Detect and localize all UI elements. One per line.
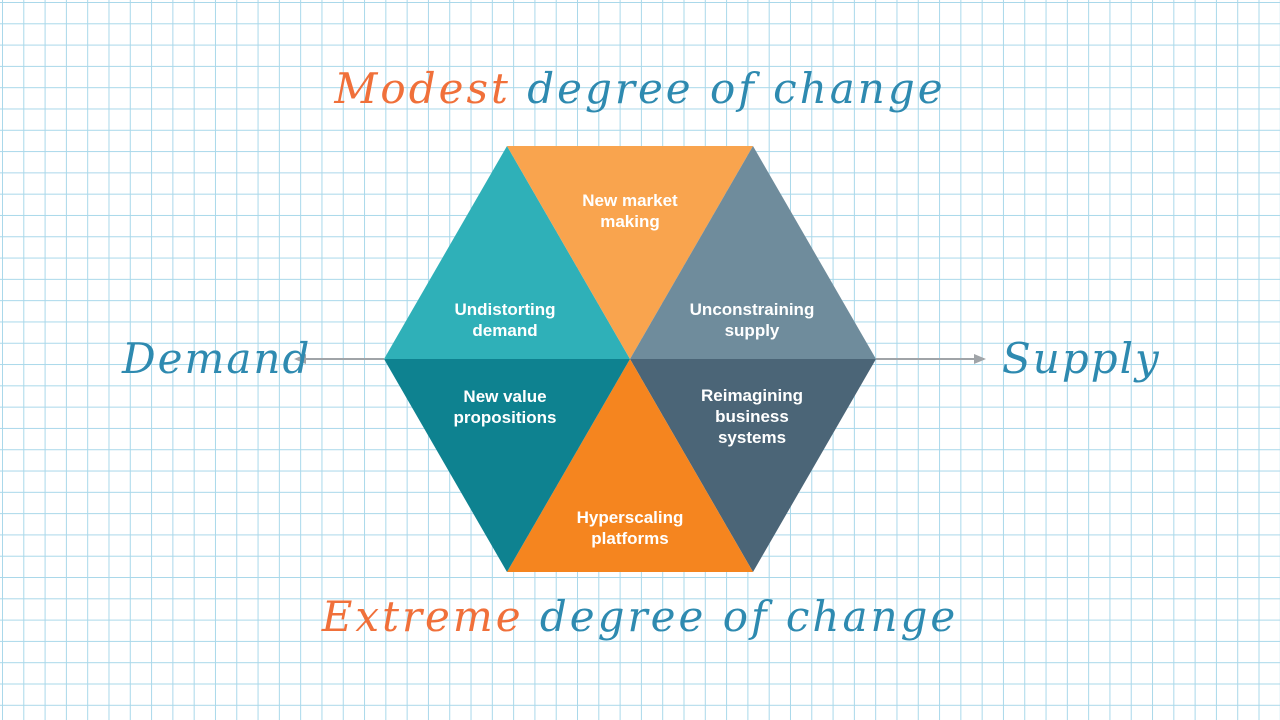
segment-unconstraining-supply: [630, 146, 876, 359]
label-line: Hyperscaling: [576, 508, 684, 527]
heading-extreme-degree-of-change: Extreme degree of change: [0, 592, 1280, 641]
label-line: Reimagining: [700, 386, 803, 405]
label-line: Unconstraining: [689, 300, 815, 319]
heading-modest-degree-of-change: Modest degree of change: [0, 64, 1280, 113]
segment-new-market-making: [507, 146, 753, 359]
heading-top-rest: degree of change: [527, 64, 946, 113]
label-line: demand: [472, 321, 538, 340]
label-line: making: [600, 212, 660, 231]
label-line: supply: [724, 321, 780, 340]
axis-label-supply: Supply: [1002, 334, 1161, 383]
label-reimagining-business-systems: Reimagining business systems: [652, 385, 852, 448]
heading-bottom-rest: degree of change: [539, 592, 959, 641]
segment-hyperscaling-platforms: [507, 359, 753, 572]
heading-top-accent: Modest: [334, 64, 511, 113]
label-line: business: [715, 407, 789, 426]
label-new-market-making: New market making: [530, 190, 730, 232]
heading-bottom-accent: Extreme: [321, 592, 524, 641]
label-hyperscaling-platforms: Hyperscaling platforms: [530, 507, 730, 549]
label-line: Undistorting: [454, 300, 556, 319]
label-unconstraining-supply: Unconstraining supply: [652, 299, 852, 341]
label-line: propositions: [453, 408, 557, 427]
axis-label-demand: Demand: [122, 334, 312, 383]
label-line: platforms: [591, 529, 669, 548]
segment-reimagining-business-systems: [630, 359, 876, 572]
label-new-value-propositions: New value propositions: [405, 386, 605, 428]
segment-new-value-propositions: [384, 359, 630, 572]
label-line: New market: [582, 191, 678, 210]
label-line: New value: [463, 387, 547, 406]
label-line: systems: [717, 428, 787, 447]
segment-undistorting-demand: [384, 146, 630, 359]
label-undistorting-demand: Undistorting demand: [405, 299, 605, 341]
